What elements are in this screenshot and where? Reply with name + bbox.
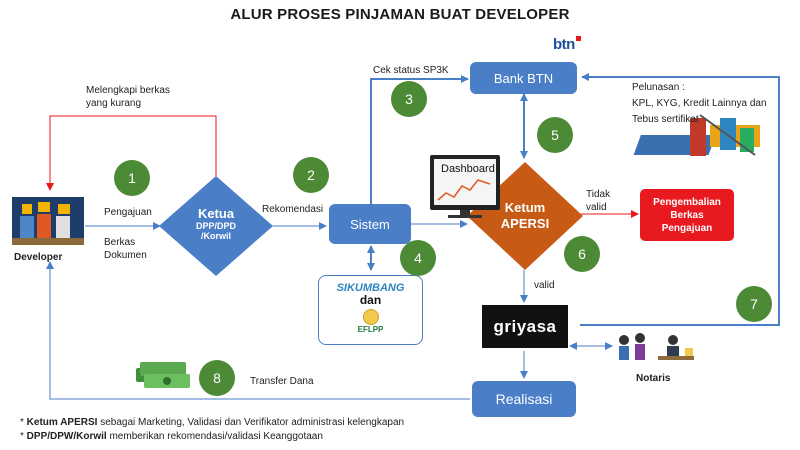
step-3: 3 bbox=[391, 81, 427, 117]
melengkapi-line-2: yang kurang bbox=[86, 98, 142, 109]
btn-logo-text: btn bbox=[553, 36, 575, 53]
ketua-sub-1: DPP/DPD bbox=[195, 221, 236, 231]
footnote-1-rest: sebagai Marketing, Validasi dan Verifika… bbox=[97, 417, 405, 428]
step-8: 8 bbox=[199, 360, 235, 396]
berkas-line-1: Berkas bbox=[104, 237, 136, 248]
ketua-diamond bbox=[159, 176, 273, 276]
ketum-line-1: Ketum bbox=[504, 200, 546, 215]
feedback-arrow bbox=[46, 115, 217, 191]
pelunasan-line-1: Pelunasan : bbox=[632, 82, 685, 93]
dan-label: dan bbox=[359, 293, 382, 307]
bank-btn-node: Bank BTN bbox=[470, 62, 577, 94]
realisasi-node: Realisasi bbox=[472, 381, 576, 417]
ketua-sub-2: /Korwil bbox=[200, 231, 231, 241]
diagram-title: ALUR PROSES PINJAMAN BUAT DEVELOPER bbox=[230, 6, 570, 23]
notaris-label: Notaris bbox=[636, 373, 671, 384]
dashboard-monitor bbox=[430, 155, 500, 218]
developer-illustration bbox=[12, 197, 84, 245]
pengembalian-line-3: Pengajuan bbox=[661, 222, 713, 234]
eflpp-logo: EFLPP bbox=[357, 325, 384, 334]
step-7: 7 bbox=[736, 286, 772, 322]
footnote-2-rest: memberikan rekomendasi/validasi Keanggot… bbox=[106, 431, 323, 442]
pelunasan-illustration bbox=[633, 114, 760, 156]
pelunasan-line-2: KPL, KYG, Kredit Lainnya dan bbox=[632, 98, 767, 109]
money-illustration bbox=[136, 362, 190, 388]
step-2: 2 bbox=[293, 157, 329, 193]
berkas-label: Berkas Dokumen bbox=[104, 236, 147, 262]
sikumbang-logo: SIKUMBANG bbox=[336, 282, 405, 294]
pengembalian-line-1: Pengembalian bbox=[653, 196, 721, 208]
pengembalian-line-2: Berkas bbox=[670, 209, 704, 221]
btn-logo-mark bbox=[575, 36, 581, 41]
footnote-1-bold: Ketum APERSI bbox=[26, 417, 98, 428]
melengkapi-line-1: Melengkapi berkas bbox=[86, 85, 170, 96]
eflpp-coin-icon bbox=[362, 309, 379, 325]
arrow-sistem-bank bbox=[370, 75, 469, 204]
sikumbang-eflpp-box: SIKUMBANG dan EFLPP bbox=[318, 275, 423, 345]
step-6: 6 bbox=[564, 236, 600, 272]
pelunasan-label: Pelunasan : KPL, KYG, Kredit Lainnya dan… bbox=[632, 81, 767, 126]
footnote-2-bold: DPP/DPW/Korwil bbox=[26, 431, 107, 442]
step-4: 4 bbox=[400, 240, 436, 276]
griyasa-logo-text: griyasa bbox=[493, 316, 557, 336]
ketua-title: Ketua bbox=[197, 206, 235, 221]
melengkapi-label: Melengkapi berkas yang kurang bbox=[86, 84, 170, 110]
dashboard-label: Dashboard bbox=[441, 163, 495, 175]
berkas-line-2: Dokumen bbox=[104, 250, 147, 261]
tidak-valid-label: Tidak valid bbox=[586, 188, 610, 214]
btn-logo: btn bbox=[553, 36, 581, 53]
rekomendasi-label: Rekomendasi bbox=[262, 204, 324, 215]
cek-status-label: Cek status SP3K bbox=[373, 65, 449, 76]
step-5: 5 bbox=[537, 117, 573, 153]
developer-label: Developer bbox=[14, 252, 63, 263]
ketua-label: Ketua DPP/DPD /Korwil bbox=[176, 206, 256, 241]
griyasa-logo: griyasa bbox=[482, 305, 568, 348]
ketum-line-2: APERSI bbox=[500, 216, 550, 231]
step-1: 1 bbox=[114, 160, 150, 196]
pengajuan-label: Pengajuan bbox=[104, 207, 152, 218]
tidak-line-2: valid bbox=[586, 202, 607, 213]
pelunasan-line-3: Tebus sertifikat bbox=[632, 114, 699, 125]
arrow-realisasi-developer bbox=[46, 261, 470, 400]
pengembalian-node: Pengembalian Berkas Pengajuan bbox=[640, 189, 734, 241]
footnote-1: * Ketum APERSI sebagai Marketing, Valida… bbox=[20, 417, 405, 428]
sistem-node: Sistem bbox=[329, 204, 411, 244]
transfer-label: Transfer Dana bbox=[250, 376, 314, 387]
tidak-line-1: Tidak bbox=[586, 189, 611, 200]
notaris-illustration bbox=[619, 333, 694, 360]
footnote-2: * DPP/DPW/Korwil memberikan rekomendasi/… bbox=[20, 431, 323, 442]
ketum-label: Ketum APERSI bbox=[485, 200, 565, 232]
arrow-griyasa-bank bbox=[580, 73, 780, 326]
valid-label: valid bbox=[534, 280, 555, 291]
